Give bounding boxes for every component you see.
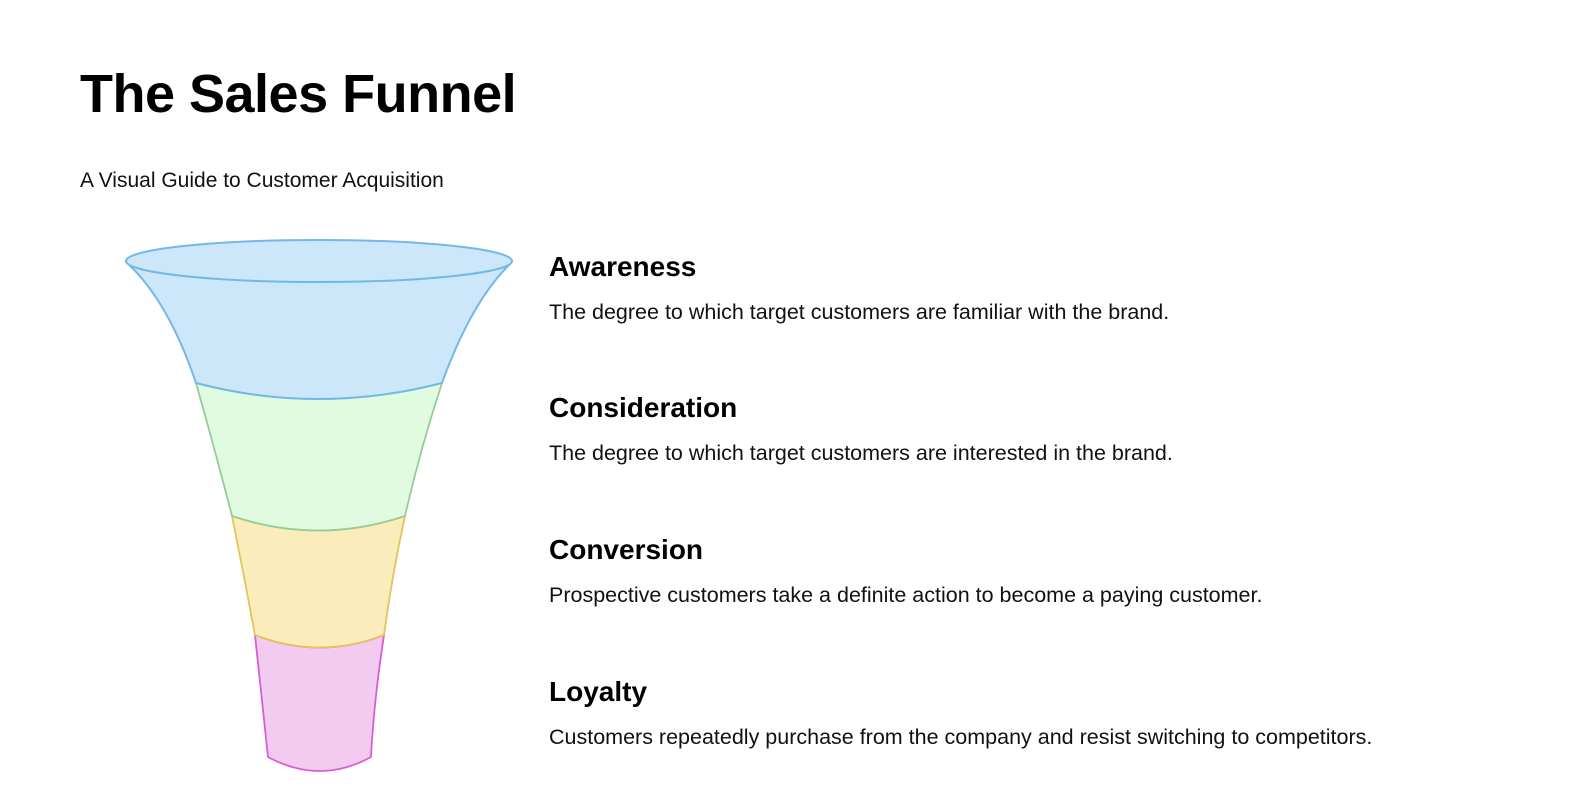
stage-loyalty: Loyalty Customers repeatedly purchase fr…	[549, 675, 1372, 750]
stage-consideration: Consideration The degree to which target…	[549, 391, 1173, 466]
page-title: The Sales Funnel	[80, 64, 517, 124]
stage-title: Consideration	[549, 392, 738, 423]
funnel-segment-conversion	[231, 515, 406, 649]
stage-description: Prospective customers take a definite ac…	[549, 582, 1263, 607]
funnel-top-rim	[125, 239, 513, 283]
stage-title: Conversion	[549, 534, 704, 565]
page-subtitle: A Visual Guide to Customer Acquisition	[80, 169, 444, 192]
funnel-diagram	[125, 239, 513, 772]
stage-description: Customers repeatedly purchase from the c…	[549, 724, 1373, 749]
stage-description: The degree to which target customers are…	[549, 299, 1170, 324]
stage-awareness: Awareness The degree to which target cus…	[549, 250, 1169, 325]
stage-title: Awareness	[549, 251, 697, 282]
stage-title: Loyalty	[549, 676, 648, 707]
funnel-segment-consideration	[195, 382, 443, 532]
stage-description: The degree to which target customers are…	[549, 440, 1173, 465]
funnel-segment-loyalty	[254, 634, 385, 772]
stage-conversion: Conversion Prospective customers take a …	[549, 533, 1262, 608]
